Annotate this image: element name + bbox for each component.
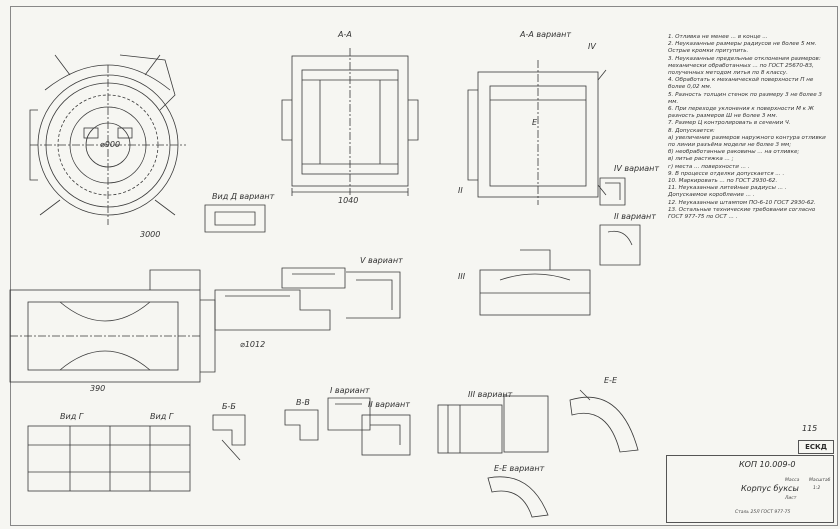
note-line: 3. Неуказанные предельные отклонения раз… xyxy=(668,55,821,77)
roman-ii-marker: II xyxy=(458,186,463,195)
section-ee-variant xyxy=(487,476,549,518)
note-line: б) необработанные раковины ... на отливк… xyxy=(668,149,800,156)
note-line: 8. Допускается: xyxy=(668,127,715,134)
variant-ii-right-detail xyxy=(599,224,641,266)
view-g-label: Вид Г xyxy=(60,412,84,421)
scale-value: 1:2 xyxy=(813,486,821,491)
eskd-stamp: ЕСКД xyxy=(798,440,834,454)
side-section-view xyxy=(9,269,216,383)
note-line: 10. Маркировать ... по ГОСТ 2930-62. xyxy=(668,178,778,185)
dim-3000: 3000 xyxy=(140,230,161,239)
view-g-second-label: Вид Г xyxy=(150,412,174,421)
variant-v-label: V вариант xyxy=(360,256,403,265)
variant-iv-top-label: IV xyxy=(588,42,596,51)
sheet-number: 115 xyxy=(802,424,818,433)
technical-requirements: 1. Отливка не менее ... в конце ...2. Не… xyxy=(668,34,830,221)
material-spec: Сталь 25Л ГОСТ 977-75 xyxy=(735,510,791,515)
note-line: 12. Неуказанные штампом ПО-6-10 ГОСТ 293… xyxy=(668,199,816,206)
note-line: 6. При переходе уклонения к поверхности … xyxy=(668,106,814,120)
variant-ii-bottom xyxy=(361,414,411,456)
part-name: Корпус буксы xyxy=(741,484,799,493)
view-g xyxy=(27,425,191,492)
note-line: 7. Размер Ц контролировать в сечении Ч. xyxy=(668,120,791,127)
mass-label: Масса xyxy=(785,478,800,483)
note-line: а) увеличение размеров наружного контура… xyxy=(668,134,826,149)
section-aa-variant-label: А-А вариант xyxy=(520,30,572,39)
note-line: 2. Неуказанные размеры радиусов не более… xyxy=(668,41,817,55)
variant-i-detail xyxy=(327,397,371,431)
section-ee xyxy=(569,389,639,453)
section-vv-label: В-В xyxy=(296,398,310,407)
variant-iii-bottom xyxy=(437,395,549,454)
scale-label: Масштаб xyxy=(809,478,831,483)
note-line: 11. Неуказанные литейные радиусы ... . xyxy=(668,185,787,192)
note-line: 9. В процессе отделки допускается ... . xyxy=(668,170,785,177)
drawing-number: КОП 10.009-0 xyxy=(739,460,796,469)
dim-900: ⌀900 xyxy=(100,140,121,149)
dim-390: 390 xyxy=(90,384,106,393)
circular-housing-view xyxy=(29,54,186,225)
title-block: КОП 10.009-0 Корпус буксы Сталь 25Л ГОСТ… xyxy=(666,455,834,523)
sheet-label: Лист xyxy=(785,496,797,501)
note-line: Допускаемое коробление ... . xyxy=(668,192,755,199)
variant-ii-label: II вариант xyxy=(368,400,410,409)
dim-1040: 1040 xyxy=(338,196,359,205)
section-aa-view xyxy=(281,48,419,196)
variant-iii-label: III вариант xyxy=(468,390,513,399)
section-aa-variant-view xyxy=(467,60,607,205)
center-cross-section xyxy=(214,267,401,331)
view-d-variant xyxy=(204,204,266,233)
variant-ii-right-label: II вариант xyxy=(614,212,656,221)
note-line: г) места ... поверхности ... . xyxy=(668,163,750,170)
drawing-frame xyxy=(10,6,838,526)
section-aa-label: А-А xyxy=(338,30,352,39)
letter-e-marker: Е xyxy=(532,118,538,127)
section-ee-label: Е-Е xyxy=(604,376,617,385)
section-bb xyxy=(212,414,246,461)
section-ee-variant-label: Е-Е вариант xyxy=(494,464,545,473)
variant-iv-detail xyxy=(599,177,626,206)
variant-iv-label: IV вариант xyxy=(614,164,660,173)
roman-iii-marker: III xyxy=(458,272,466,281)
variant-iii-section xyxy=(479,249,591,316)
variant-i-label: I вариант xyxy=(330,386,370,395)
note-line: в) литье растяжка ... ; xyxy=(668,156,734,163)
note-line: 5. Разность толщин стенок по размеру 3 н… xyxy=(668,91,822,105)
section-vv xyxy=(284,409,319,441)
view-d-variant-label: Вид Д вариант xyxy=(212,192,275,201)
note-line: 4. Обработать к механической поверхности… xyxy=(668,77,814,91)
dim-1012: ⌀1012 xyxy=(240,340,266,349)
section-bb-label: Б-Б xyxy=(222,402,236,411)
note-line: 1. Отливка не менее ... в конце ... xyxy=(668,34,768,40)
note-line: 13. Остальные технические требования сог… xyxy=(668,206,816,221)
